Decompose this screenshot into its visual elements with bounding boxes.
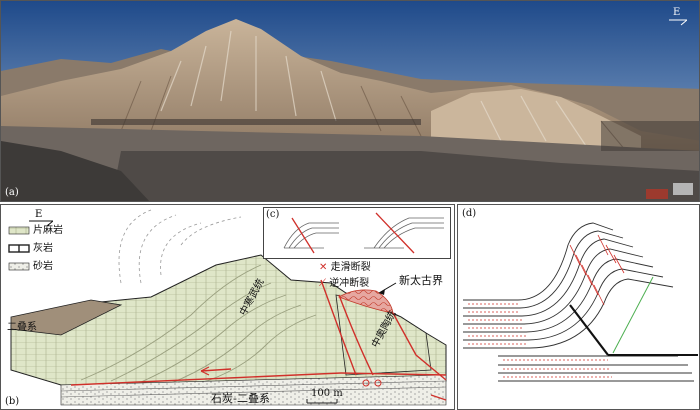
legend-swatch-gneiss bbox=[8, 226, 30, 235]
fault-legend-strike-slip: ✕ 走滑断裂 bbox=[319, 262, 371, 273]
panel-a-label: (a) bbox=[5, 187, 19, 198]
cross-section-drawing bbox=[8, 209, 447, 406]
legend-label-sandstone: 砂岩 bbox=[33, 261, 53, 272]
panel-d-label: (d) bbox=[462, 208, 477, 219]
panorama-photo: (a) E bbox=[0, 0, 700, 202]
panel-c-label: (c) bbox=[266, 209, 280, 220]
legend-label-limestone: 灰岩 bbox=[33, 243, 53, 254]
inset-c: (c) bbox=[263, 207, 451, 259]
compass-east-a: E bbox=[669, 7, 687, 26]
compass-arrow-icon bbox=[29, 220, 53, 227]
cross-section-panel: (c) ✕ 走滑断裂 ⟋ 逆冲断裂 E 片麻岩 灰岩 砂岩 二叠系 中寒武统 中… bbox=[0, 204, 455, 410]
inset-c-drawing bbox=[283, 212, 444, 254]
scale-bar-label: 100 m bbox=[311, 388, 343, 399]
panel-b-label: (b) bbox=[5, 396, 20, 407]
fault-legend-text: 逆冲断裂 bbox=[329, 278, 370, 289]
unit-permian: 二叠系 bbox=[7, 322, 37, 333]
fold-model-panel: (d) bbox=[457, 204, 700, 410]
compass-arrow-icon bbox=[669, 19, 687, 26]
compass-letter: E bbox=[673, 7, 681, 18]
fold-model-drawing bbox=[463, 222, 698, 382]
unit-carb-permian: 石炭-二叠系 bbox=[211, 392, 270, 405]
legend-swatch-sandstone bbox=[8, 262, 30, 271]
compass-east-b: E bbox=[29, 209, 53, 227]
fault-legend-thrust: ⟋ 逆冲断裂 bbox=[319, 278, 370, 289]
panorama-illustration bbox=[1, 1, 699, 201]
fault-legend-text: 走滑断裂 bbox=[330, 262, 371, 273]
legend-label-gneiss: 片麻岩 bbox=[33, 225, 63, 236]
compass-letter: E bbox=[35, 209, 43, 220]
unit-neoarchean: 新太古界 bbox=[399, 274, 443, 287]
